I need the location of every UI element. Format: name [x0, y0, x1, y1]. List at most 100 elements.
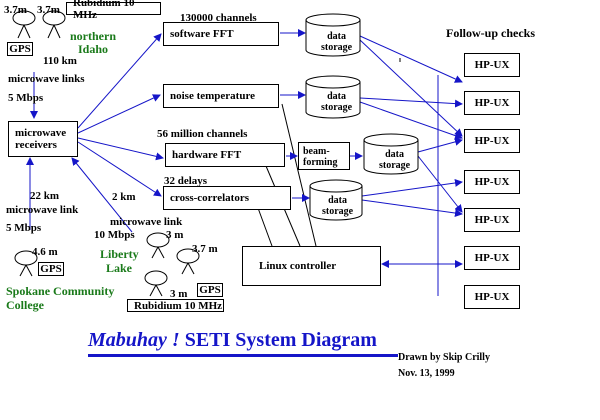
arrow-to-hardware-fft	[77, 137, 164, 161]
arrow-s1-h1	[359, 35, 463, 83]
storage-label-line: data	[385, 149, 404, 160]
microwave-link-bottom-label: microwave link	[110, 216, 183, 228]
storage-cylinder-4	[309, 179, 363, 221]
arrow-s2-h3	[359, 101, 463, 140]
hpux-label: HP-UX	[474, 214, 510, 226]
arrow-to-cross	[77, 141, 162, 197]
hardware-fft-note: 56 million channels	[157, 128, 248, 140]
dish-size-label: 3.7m	[37, 4, 60, 16]
microwave-link-left-label: microwave link	[6, 204, 79, 216]
gps-label: GPS	[40, 263, 62, 275]
hardware-fft-box: hardware FFT	[165, 143, 285, 167]
title-underline	[88, 354, 398, 357]
dish-icon	[14, 250, 38, 277]
beamforming-label-1: beam-	[303, 146, 330, 157]
rubidium-box-north: Rubidium 10 MHz	[66, 0, 161, 21]
cross-to-linux-line	[257, 207, 273, 247]
drawn-by-label: Drawn by Skip Crilly	[398, 352, 490, 363]
hpux-box-3: HP-UX	[464, 129, 520, 153]
storage-label-line: data	[327, 91, 346, 102]
followup-header: Follow-up checks	[446, 26, 536, 40]
software-fft-box: software FFT	[163, 22, 279, 46]
hpux-label: HP-UX	[474, 97, 510, 109]
place-label-liberty: Liberty	[100, 247, 139, 261]
storage-cylinder-3	[363, 133, 419, 175]
noise-temperature-box: noise temperature	[163, 84, 279, 108]
title-rest: SETI System Diagram	[184, 329, 377, 351]
cross-correlators-box: cross-correlators	[163, 186, 291, 210]
arrow-liberty-to-receivers	[71, 157, 133, 233]
hpux-label: HP-UX	[474, 291, 510, 303]
software-fft-label: software FFT	[170, 28, 234, 40]
rate-label-top: 5 Mbps	[8, 92, 44, 104]
date-label: Nov. 13, 1999	[398, 368, 455, 379]
gps-label: GPS	[9, 43, 31, 55]
dish-icon	[144, 270, 168, 297]
hpux-box-2: HP-UX	[464, 91, 520, 115]
hpux-box-4: HP-UX	[464, 170, 520, 194]
place-label-college: College	[6, 298, 44, 312]
hpux-label: HP-UX	[474, 176, 510, 188]
gps-box-liberty: GPS	[197, 283, 223, 297]
storage-label-line: data	[327, 31, 346, 42]
gps-box-spokane: GPS	[38, 262, 64, 276]
place-label-idaho: Idaho	[78, 42, 109, 56]
hpux-box-5: HP-UX	[464, 208, 520, 232]
dish-size-label: 3 m	[166, 229, 184, 241]
arrow-s3-h3	[417, 137, 463, 153]
cross-correlators-note: 32 delays	[164, 175, 208, 187]
storage-label-line: storage	[322, 206, 354, 217]
title-italic: Mabuhay !	[88, 329, 180, 351]
hpux-label: HP-UX	[474, 252, 510, 264]
rate-label-bottom: 10 Mbps	[94, 229, 135, 241]
storage-cylinders	[305, 13, 419, 221]
arrow-s1-h3	[359, 39, 463, 137]
dish-size-label: 4.6 m	[32, 246, 58, 258]
hpux-label: HP-UX	[474, 59, 510, 71]
arrow-to-software-fft	[77, 33, 162, 129]
dish-icon	[12, 10, 36, 39]
signal-arrows	[26, 29, 463, 296]
hpux-box-6: HP-UX	[464, 246, 520, 270]
microwave-links-label: microwave links	[8, 73, 85, 85]
rubidium-label: Rubidium 10 MHz	[73, 0, 135, 21]
beamforming-label-2: forming	[303, 157, 338, 168]
storage-label-line: storage	[321, 42, 353, 53]
storage-label-line: data	[328, 195, 347, 206]
linux-controller-box: Linux controller	[242, 246, 381, 286]
hardware-fft-label: hardware FFT	[172, 149, 242, 161]
gps-label: GPS	[199, 284, 221, 296]
dish-size-label: 3 m	[170, 288, 188, 300]
place-label-spokane: Spokane Community	[6, 284, 115, 298]
noise-temperature-label: noise temperature	[170, 90, 256, 102]
cross-correlators-label: cross-correlators	[170, 192, 250, 204]
arrow-s2-h2	[359, 97, 463, 108]
dish-icon	[176, 248, 200, 275]
place-label-northern: northern	[70, 29, 116, 43]
hpux-label: HP-UX	[474, 135, 510, 147]
storage-label-line: storage	[321, 102, 353, 113]
distance-label-north: 110 km	[43, 55, 77, 67]
distance-label-bottom: 2 km	[112, 191, 136, 203]
linux-controller-label: Linux controller	[259, 260, 337, 272]
diagram-title: Mabuhay ! SETI System Diagram	[88, 328, 377, 352]
hpux-box-7: HP-UX	[464, 285, 520, 309]
place-label-lake: Lake	[106, 261, 133, 275]
dish-icon	[42, 10, 66, 39]
dish-size-label: 3.7m	[4, 4, 27, 16]
gps-box-north: GPS	[7, 42, 33, 56]
receivers-label-1: microwave	[15, 127, 67, 139]
receivers-box: microwave receivers	[8, 121, 78, 157]
software-fft-note: 130000 channels	[180, 12, 257, 24]
arrow-s3-h5	[417, 155, 463, 213]
rubidium-label: Rubidium 10 MHz	[134, 299, 223, 312]
storage-cylinder-1	[305, 13, 361, 57]
hpux-box-1: HP-UX	[464, 53, 520, 77]
rubidium-box-liberty: Rubidium 10 MHz	[127, 299, 224, 312]
